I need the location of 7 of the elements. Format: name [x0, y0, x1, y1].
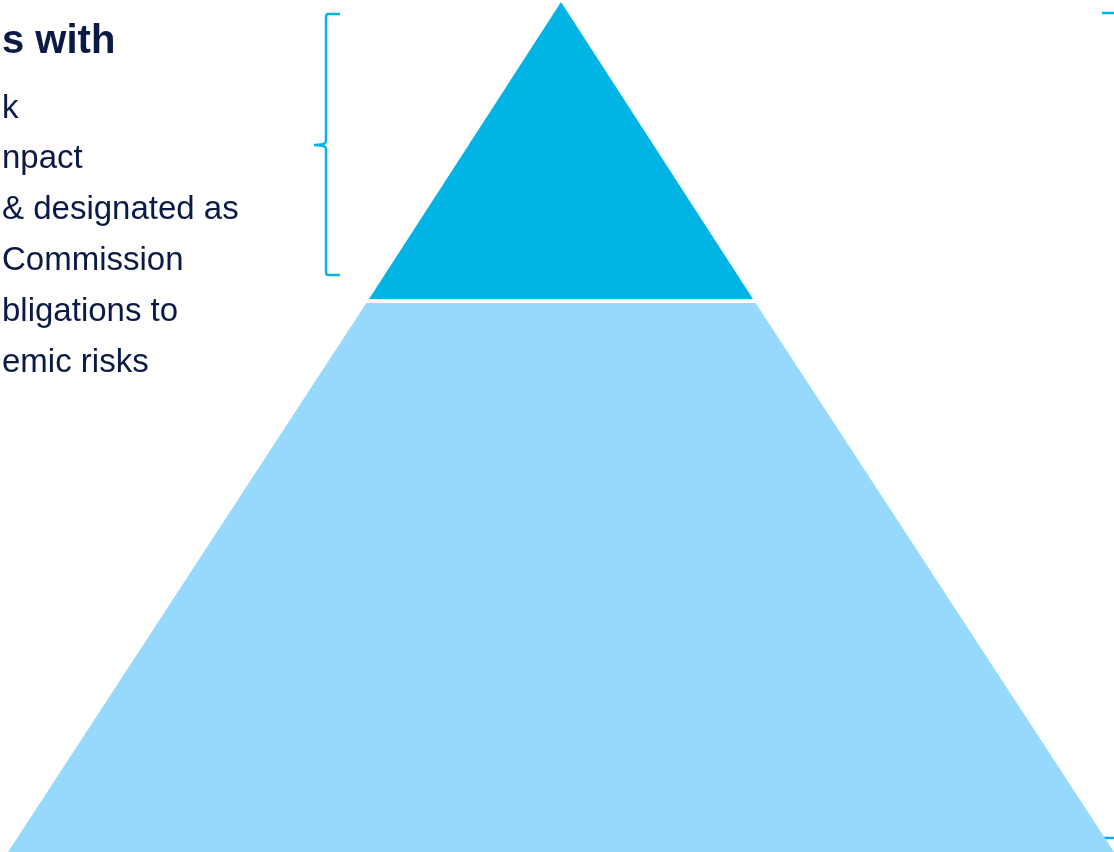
text-line: k	[2, 88, 19, 126]
text-line: npact	[2, 138, 83, 176]
text-line: bligations to	[2, 291, 179, 329]
text-line: emic risks	[2, 342, 149, 380]
text-line: Commission	[2, 240, 184, 278]
heading: s with	[2, 16, 116, 62]
text-line: & designated as	[2, 189, 239, 227]
